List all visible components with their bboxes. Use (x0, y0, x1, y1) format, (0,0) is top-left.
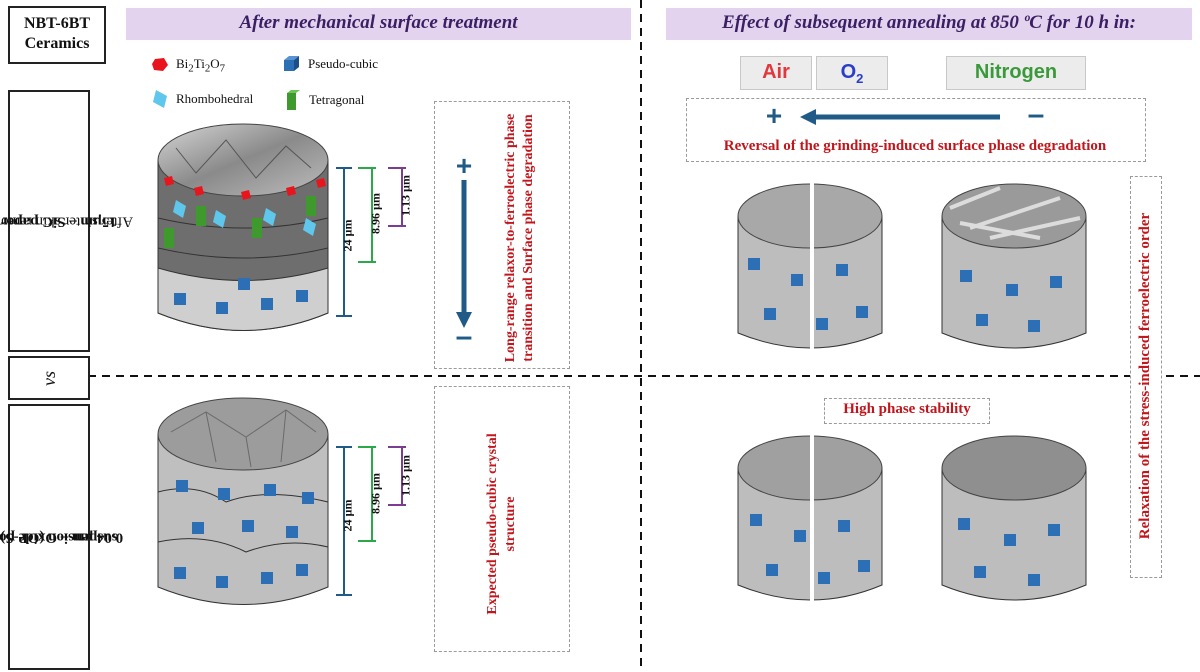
depth-896-label-top: 8.96 µm (368, 193, 383, 234)
reversal-box (686, 98, 1146, 162)
side-label-top-line2: 15µm – SiC paper (0, 213, 117, 230)
cylinder-air-o2-polished (737, 430, 883, 610)
down-arrow (456, 180, 472, 328)
rhombohedral-icon (153, 90, 167, 108)
legend-tetragonal: Tetragonal (287, 90, 364, 110)
top-annotation-text: Long-range relaxor-to-ferroelectric phas… (503, 113, 536, 363)
top-plus-sign: + (455, 150, 473, 181)
relaxation-text: Relaxation of the stress-induced ferroel… (1137, 212, 1153, 540)
high-stability-box (824, 398, 990, 424)
cylinder-ops-polished (157, 397, 329, 605)
bottom-annotation-box (434, 386, 570, 652)
atmosphere-nitrogen: Nitrogen (946, 56, 1086, 90)
depth-24-label-top: 24 µm (340, 219, 355, 252)
cylinder-air-o2-ground (737, 178, 883, 358)
atmosphere-o2: O2 (816, 56, 888, 90)
legend-pseudo-cubic: Pseudo-cubic (284, 56, 378, 72)
reversal-text: Reversal of the grinding-induced surface… (723, 138, 1107, 154)
side-label-bottom: 0.04 µm – Oxide polishing suspension (OP… (0, 404, 123, 670)
sample-title-line2: Ceramics (24, 35, 90, 52)
surface-phase-markers (164, 176, 326, 314)
depth-bars-bottom (336, 446, 406, 596)
cylinder-sic-ground (157, 123, 329, 331)
depth-24-label-bottom: 24 µm (340, 499, 355, 532)
atmosphere-air: Air (740, 56, 812, 90)
cylinder-nitrogen-polished (941, 435, 1087, 601)
pseudo-cubic-grains (174, 480, 314, 588)
depth-113-label-bottom: 1.13 µm (398, 455, 413, 496)
depth-bars-top (336, 167, 406, 317)
relaxation-box (1130, 176, 1162, 578)
arrow-plus-sign: + (765, 100, 783, 131)
right-banner: Effect of subsequent annealing at 850 ºC… (666, 8, 1192, 40)
cube-icon (284, 56, 299, 71)
left-banner: After mechanical surface treatment (126, 8, 631, 40)
arrow-minus-sign: – (1027, 98, 1045, 131)
high-stability-text: High phase stability (843, 401, 971, 417)
legend-rhombohedral: Rhombohedral (152, 90, 253, 108)
depth-113-label-top: 1.13 µm (398, 175, 413, 216)
top-annotation-box (434, 101, 570, 369)
sample-title-box: NBT-6BT Ceramics (8, 6, 106, 64)
legend-bi-phase: Bi2Ti2O7 (152, 56, 225, 75)
side-label-top: After sinter skin removal using 15µm – S… (0, 90, 133, 352)
side-label-bottom-line2: suspension (OP-S) (0, 529, 118, 546)
tetragonal-icon (287, 90, 300, 110)
sample-title-line1: NBT-6BT (23, 15, 91, 32)
top-minus-sign: – (455, 320, 473, 353)
depth-896-label-bottom: 8.96 µm (368, 473, 383, 514)
cylinder-nitrogen-ground (941, 183, 1087, 349)
left-arrow (800, 109, 1000, 125)
vs-box: vs (8, 356, 90, 400)
vs-label: vs (38, 370, 59, 386)
bottom-annotation-text: Expected pseudo-cubic crystal structure (485, 433, 518, 615)
bi-phase-icon (152, 58, 168, 72)
